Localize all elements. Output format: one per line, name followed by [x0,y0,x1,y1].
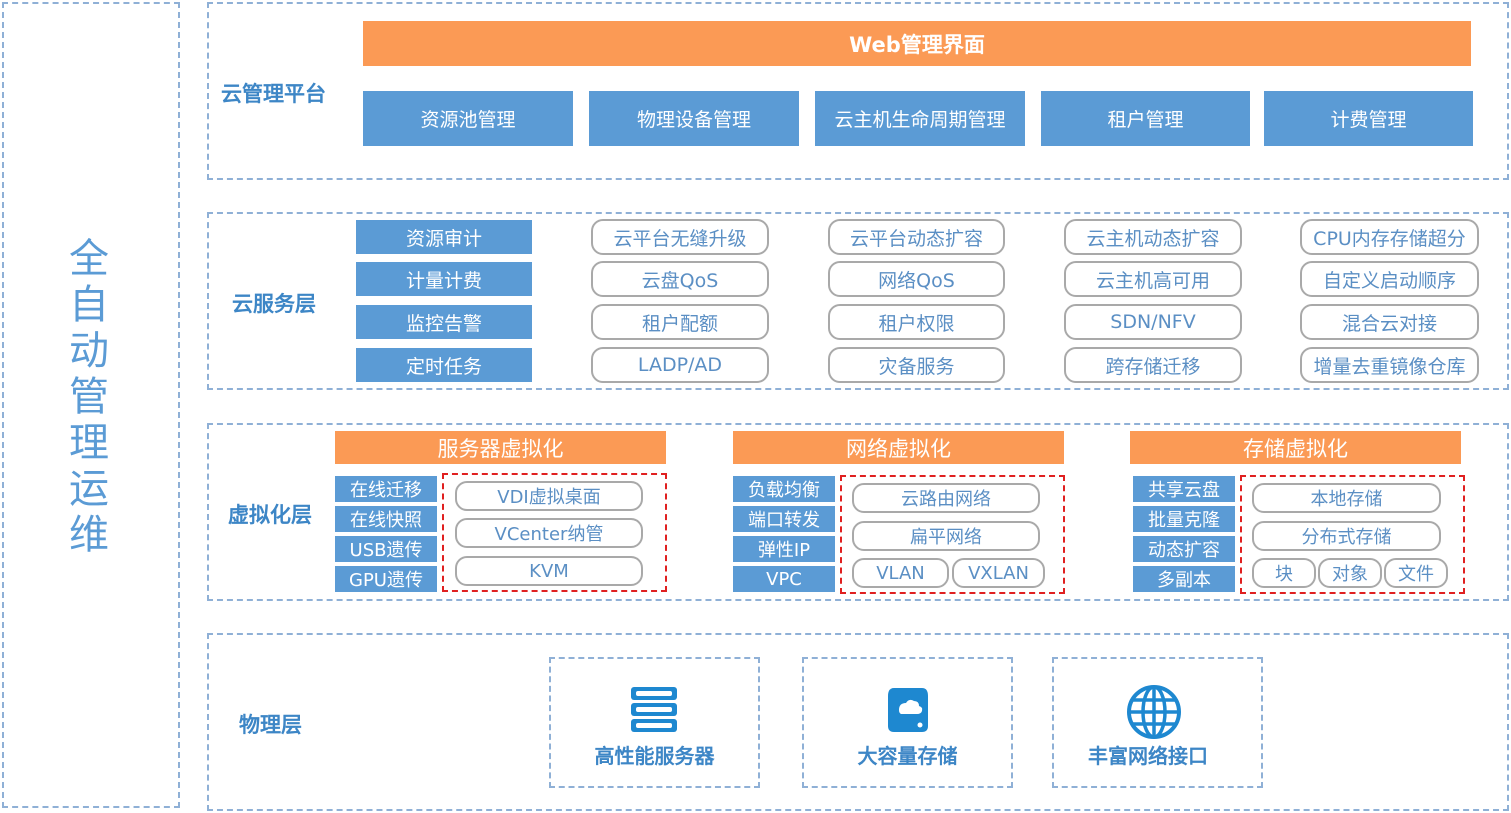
storage-virt-item[interactable]: 动态扩容 [1133,536,1235,562]
storage-virt-pill[interactable]: 分布式存储 [1252,521,1441,551]
service-pill[interactable]: 云平台无缝升级 [591,219,769,255]
service-pill[interactable]: 跨存储迁移 [1064,347,1242,383]
network-virt-item[interactable]: 负载均衡 [733,476,835,502]
storage-virt-item[interactable]: 多副本 [1133,566,1235,592]
ops-frame [2,2,180,808]
physical-card-storage[interactable] [802,657,1013,788]
module-resource-pool[interactable]: 资源池管理 [363,91,573,146]
server-virt-pill[interactable]: VDI虚拟桌面 [455,481,643,511]
network-virt-header[interactable]: 网络虚拟化 [733,431,1064,464]
service-pill[interactable]: 灾备服务 [828,347,1005,383]
storage-virt-item[interactable]: 批量克隆 [1133,506,1235,532]
service-pill[interactable]: 云平台动态扩容 [828,219,1005,255]
module-physical-device[interactable]: 物理设备管理 [589,91,799,146]
physical-layer-title: 物理层 [239,713,302,737]
network-virt-item[interactable]: VPC [733,566,835,592]
physical-layer [207,633,1509,811]
network-virt-pill[interactable]: VXLAN [952,558,1045,588]
module-billing[interactable]: 计费管理 [1264,91,1473,146]
service-pill[interactable]: 网络QoS [828,261,1005,297]
server-virt-item[interactable]: 在线迁移 [335,476,437,502]
network-virt-pill[interactable]: 云路由网络 [852,483,1040,513]
physical-card-label: 丰富网络接口 [1088,744,1208,768]
network-virt-item[interactable]: 弹性IP [733,536,835,562]
web-ui-bar[interactable]: Web管理界面 [363,21,1471,66]
service-pill[interactable]: 云主机动态扩容 [1064,219,1242,255]
network-virt-item[interactable]: 端口转发 [733,506,835,532]
storage-icon [888,688,928,732]
ops-title: 全 自 动 管 理 运 维 [69,236,109,558]
network-virt-pill[interactable]: 扁平网络 [852,521,1040,551]
storage-virt-pill[interactable]: 对象 [1318,558,1382,588]
storage-virt-pill[interactable]: 块 [1252,558,1316,588]
server-virt-pill[interactable]: KVM [455,556,643,586]
module-tenant[interactable]: 租户管理 [1041,91,1250,146]
service-pill[interactable]: SDN/NFV [1064,304,1242,340]
globe-icon [1127,685,1181,739]
network-virt-group [840,475,1065,594]
network-virt-pill[interactable]: VLAN [852,558,949,588]
physical-card-label: 大容量存储 [857,744,958,768]
service-pill[interactable]: 自定义启动顺序 [1300,261,1479,297]
service-pill[interactable]: LADP/AD [591,347,769,383]
service-blue-item[interactable]: 资源审计 [356,220,532,254]
server-icon [631,687,677,732]
service-layer [207,212,1509,390]
service-blue-item[interactable]: 计量计费 [356,262,532,296]
physical-card-label: 高性能服务器 [594,744,715,768]
server-virt-item[interactable]: 在线快照 [335,506,437,532]
service-blue-item[interactable]: 监控告警 [356,305,532,339]
server-virt-pill[interactable]: VCenter纳管 [455,518,643,548]
storage-virt-pill[interactable]: 本地存储 [1252,483,1441,513]
storage-virt-pill[interactable]: 文件 [1384,558,1448,588]
storage-virt-header[interactable]: 存储虚拟化 [1130,431,1461,464]
server-virt-item[interactable]: USB遗传 [335,536,437,562]
server-virt-header[interactable]: 服务器虚拟化 [335,431,666,464]
virt-layer-title: 虚拟化层 [228,503,312,527]
physical-card-network[interactable] [1052,657,1263,788]
service-pill[interactable]: 租户配额 [591,304,769,340]
service-blue-item[interactable]: 定时任务 [356,348,532,382]
virt-layer [207,423,1509,601]
module-vm-lifecycle[interactable]: 云主机生命周期管理 [815,91,1025,146]
physical-card-server[interactable] [549,657,760,788]
service-layer-title: 云服务层 [232,292,316,316]
service-pill[interactable]: 租户权限 [828,304,1005,340]
server-virt-item[interactable]: GPU遗传 [335,566,437,592]
mgmt-layer-title: 云管理平台 [221,82,326,106]
mgmt-layer [207,2,1509,180]
service-pill[interactable]: CPU内存存储超分 [1300,219,1479,255]
service-pill[interactable]: 云盘QoS [591,261,769,297]
service-pill[interactable]: 增量去重镜像仓库 [1300,347,1479,383]
service-pill[interactable]: 云主机高可用 [1064,261,1242,297]
storage-virt-item[interactable]: 共享云盘 [1133,476,1235,502]
storage-virt-group [1240,475,1465,594]
service-pill[interactable]: 混合云对接 [1300,304,1479,340]
server-virt-group [442,473,667,592]
